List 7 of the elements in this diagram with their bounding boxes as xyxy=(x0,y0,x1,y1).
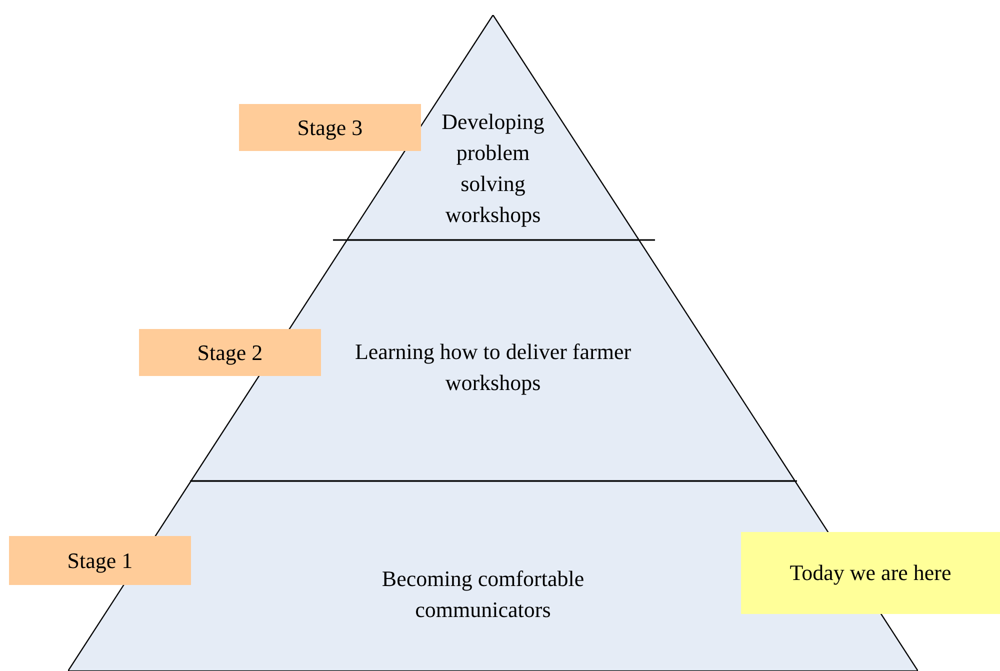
stage-tag: Stage 2 xyxy=(139,329,321,376)
stage-tag: Stage 3 xyxy=(239,104,421,151)
stage-tag: Stage 1 xyxy=(9,536,191,585)
tier-label: Developing problem solving workshops xyxy=(440,108,546,229)
tier-label: Becoming comfortable communicators xyxy=(380,565,586,624)
status-note: Today we are here xyxy=(741,532,1000,614)
tier-label: Learning how to deliver farmer workshops xyxy=(354,338,632,397)
